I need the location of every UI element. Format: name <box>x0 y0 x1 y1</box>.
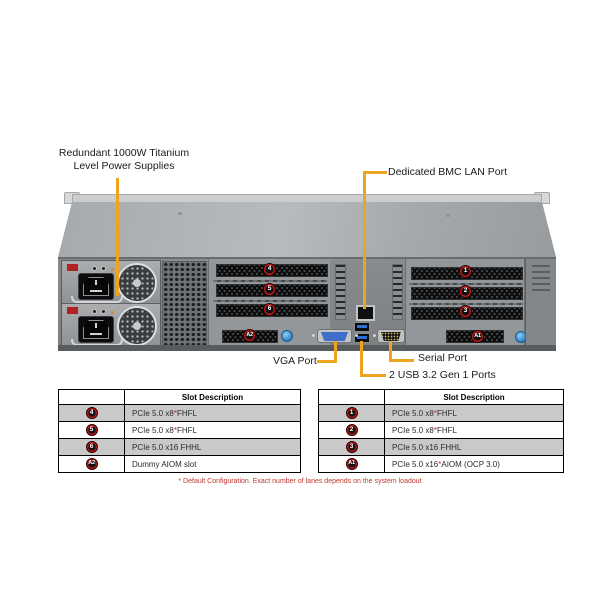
slot-table-left: Slot Description 4 PCIe 5.0 x8* FHFL 5 P… <box>58 389 301 473</box>
slot-badge-2: 2 <box>459 285 472 298</box>
vent-column <box>392 264 403 320</box>
psu-led <box>101 266 106 271</box>
thumbscrew-left <box>281 330 293 342</box>
slot-description: PCIe 5.0 x8* FHFL <box>132 425 197 435</box>
slot-description: Dummy AIOM slot <box>132 459 197 469</box>
psu-fan-grille <box>117 262 157 303</box>
port-screw <box>372 334 376 337</box>
slot-description: PCIe 5.0 x16 FHHL <box>392 442 462 452</box>
psu-fan-grille <box>117 305 157 346</box>
slot-badge-5: 5 <box>263 283 276 296</box>
table-row: 5 PCIe 5.0 x8* FHFL <box>59 421 300 438</box>
psu-led <box>92 266 97 271</box>
bmc-leader-line-horizontal <box>363 171 387 174</box>
table-header-row: Slot Description <box>319 390 563 404</box>
table-badge-2: 2 <box>345 424 358 436</box>
table-row: 3 PCIe 5.0 x16 FHHL <box>319 438 563 455</box>
chassis-top-cover <box>58 202 556 257</box>
power-supply-module-2 <box>62 304 160 347</box>
table-badge-3: 3 <box>345 441 358 453</box>
table-badge-1: 1 <box>345 407 358 419</box>
server-chassis: 4 5 6 A2 1 2 3 A1 <box>58 192 556 351</box>
table-row: 2 PCIe 5.0 x8* FHFL <box>319 421 563 438</box>
chassis-bottom-edge <box>58 345 556 351</box>
rear-panel: 4 5 6 A2 1 2 3 A1 <box>58 257 556 351</box>
lid-screw-dimple <box>446 214 450 217</box>
table-row: A2 Dummy AIOM slot <box>59 455 300 472</box>
serial-leader-line-vertical <box>389 341 392 362</box>
right-edge-vent <box>532 265 550 291</box>
psu-status-led <box>111 311 114 314</box>
port-screw <box>312 334 315 337</box>
slot-description: PCIe 5.0 x8* FHFL <box>392 425 457 435</box>
slot-groove <box>409 283 523 285</box>
slot-table-right: Slot Description 1 PCIe 5.0 x8* FHFL 2 P… <box>318 389 564 473</box>
psu-status-led <box>111 268 114 271</box>
psu-power-inlet <box>78 316 114 343</box>
footnote: * Default Configuration. Exact number of… <box>178 478 422 485</box>
psu-callout-line2: Level Power Supplies <box>73 160 175 172</box>
slot-description: PCIe 5.0 x8* FHFL <box>392 408 457 418</box>
table-header-badge-cell <box>319 390 385 404</box>
psu-warning-sticker <box>67 307 78 314</box>
psu-leader-line <box>116 178 119 296</box>
port-screw <box>354 334 358 337</box>
psu-handle <box>71 296 123 303</box>
slot-description: PCIe 5.0 x8* FHFL <box>132 408 197 418</box>
psu-callout-label: Redundant 1000W Titanium Level Power Sup… <box>38 147 210 173</box>
table-header-label: Slot Description <box>181 392 244 402</box>
vga-connector-icon <box>321 332 348 341</box>
slot-badge-6: 6 <box>263 303 276 316</box>
slot-badge-1: 1 <box>459 265 472 278</box>
vent-column <box>335 264 346 320</box>
slot-badge-3: 3 <box>459 305 472 318</box>
table-row: 6 PCIe 5.0 x16 FHHL <box>59 438 300 455</box>
psu-bay <box>61 260 161 348</box>
table-row: A1 PCIe 5.0 x16* AIOM (OCP 3.0) <box>319 455 563 472</box>
vga-leader-line-horizontal <box>317 360 337 363</box>
bmc-lan-callout-label: Dedicated BMC LAN Port <box>388 166 508 178</box>
table-badge-a2: A2 <box>85 458 98 470</box>
table-row: 4 PCIe 5.0 x8* FHFL <box>59 404 300 421</box>
usb-port-1 <box>354 322 370 332</box>
slot-description: PCIe 5.0 x16 FHHL <box>132 442 202 452</box>
db9-connector-icon <box>381 332 401 341</box>
psu-led <box>101 309 106 314</box>
slot-badge-4: 4 <box>263 263 276 276</box>
vga-leader-line-vertical <box>334 341 337 363</box>
psu-callout-line1: Redundant 1000W Titanium <box>58 147 190 159</box>
table-badge-4: 4 <box>85 407 98 419</box>
serial-port-label: Serial Port <box>418 352 468 364</box>
honeycomb-vent <box>162 261 207 346</box>
bmc-leader-line-vertical <box>363 171 366 309</box>
table-header-row: Slot Description <box>59 390 300 404</box>
table-row: 1 PCIe 5.0 x8* FHFL <box>319 404 563 421</box>
table-badge-6: 6 <box>85 441 98 453</box>
lid-screw-dimple <box>178 212 182 215</box>
usb-leader-line-vertical <box>360 341 363 377</box>
usb-leader-line-horizontal <box>360 374 386 377</box>
slot-badge-a2: A2 <box>243 329 256 342</box>
table-badge-a1: A1 <box>345 458 358 470</box>
table-header-label: Slot Description <box>443 392 505 402</box>
psu-warning-sticker <box>67 264 78 271</box>
vga-port-label: VGA Port <box>273 355 317 367</box>
slot-groove <box>213 300 327 302</box>
table-header-badge-cell <box>59 390 125 404</box>
serial-leader-line-horizontal <box>389 359 414 362</box>
table-badge-5: 5 <box>85 424 98 436</box>
power-supply-module-1 <box>62 261 160 304</box>
c14-socket-icon <box>83 277 109 296</box>
c14-socket-icon <box>83 320 109 339</box>
slot-groove <box>213 280 327 282</box>
psu-led <box>92 309 97 314</box>
psu-power-inlet <box>78 273 114 300</box>
usb-ports-label: 2 USB 3.2 Gen 1 Ports <box>389 369 496 381</box>
slot-groove <box>409 303 523 305</box>
slot-description: PCIe 5.0 x16* AIOM (OCP 3.0) <box>392 459 500 469</box>
slot-badge-a1: A1 <box>471 330 484 343</box>
